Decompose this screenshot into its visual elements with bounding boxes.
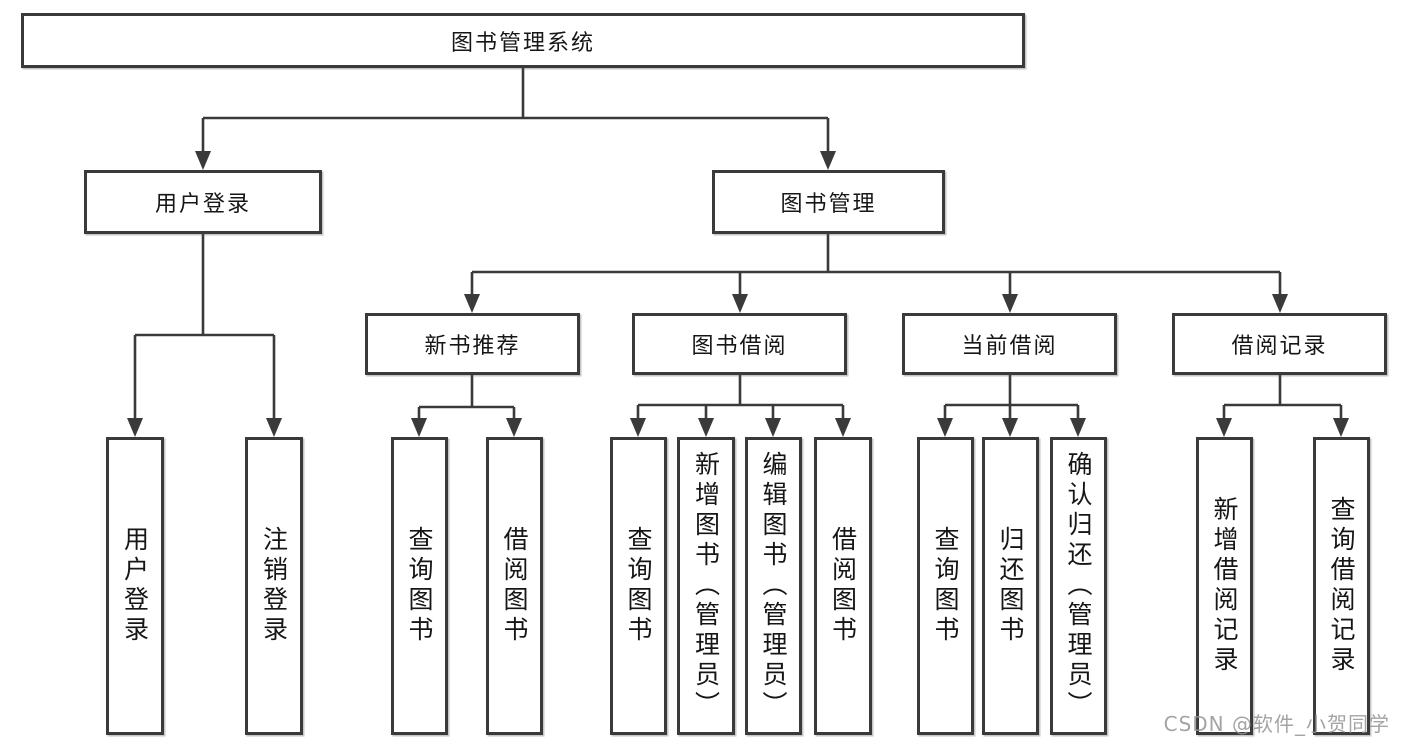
leaf-edit-books-admin: 编辑图书（管理员） bbox=[745, 437, 802, 735]
node-borrowing-records: 借阅记录 bbox=[1172, 313, 1387, 375]
csdn-watermark: CSDN @软件_小贺同学 bbox=[1163, 712, 1390, 736]
leaf-query-borrow-record: 查询借阅记录 bbox=[1313, 437, 1370, 735]
leaf-borrow-books-borrowing: 借阅图书 bbox=[814, 437, 872, 735]
node-user-login-module: 用户登录 bbox=[84, 170, 322, 234]
leaf-query-books-current: 查询图书 bbox=[917, 437, 974, 735]
node-new-book-recommend: 新书推荐 bbox=[365, 313, 580, 375]
leaf-confirm-return-admin: 确认归还（管理员） bbox=[1050, 437, 1107, 735]
node-book-management-module: 图书管理 bbox=[712, 170, 945, 234]
node-book-borrowing: 图书借阅 bbox=[632, 313, 847, 375]
leaf-borrow-books-recommend: 借阅图书 bbox=[486, 437, 543, 735]
leaf-add-books-admin: 新增图书（管理员） bbox=[677, 437, 735, 735]
node-system-root: 图书管理系统 bbox=[21, 13, 1025, 68]
leaf-return-books: 归还图书 bbox=[982, 437, 1039, 735]
leaf-query-books-recommend: 查询图书 bbox=[391, 437, 448, 735]
leaf-query-books-borrowing: 查询图书 bbox=[610, 437, 667, 735]
leaf-user-login: 用户登录 bbox=[106, 437, 164, 735]
leaf-logout: 注销登录 bbox=[245, 437, 303, 735]
node-current-borrowing: 当前借阅 bbox=[902, 313, 1117, 375]
leaf-add-borrow-record: 新增借阅记录 bbox=[1196, 437, 1253, 735]
